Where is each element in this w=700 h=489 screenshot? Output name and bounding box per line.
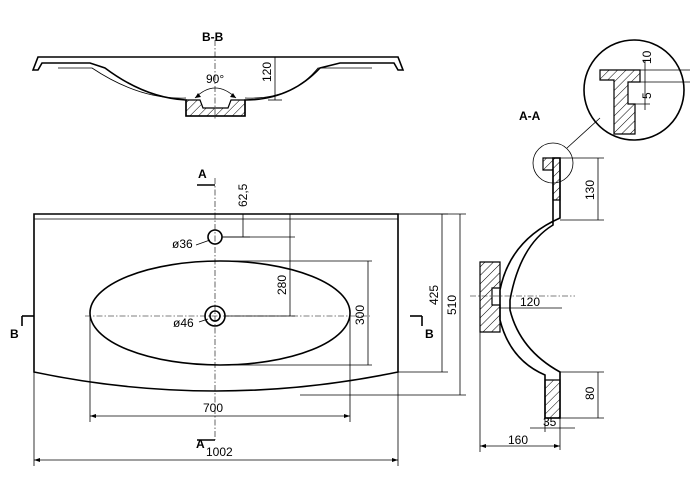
top-view: A A B B 62,5 ø36 ø46 280 300	[10, 167, 466, 466]
section-bb-drain-hatch	[185, 99, 246, 117]
detail-enlarged-circle	[583, 39, 685, 141]
depth-510-label: 510	[445, 295, 459, 315]
cut-a-top-label: A	[198, 167, 207, 181]
cut-b-right-label: B	[425, 327, 434, 341]
aa-80-label: 80	[583, 386, 597, 400]
detail-callout-circle	[532, 142, 574, 184]
detail-10-label: 10	[640, 50, 654, 64]
tap-hole-diameter-label: ø36	[172, 237, 193, 251]
tap-offset-label: 62,5	[236, 183, 250, 207]
section-aa-profile	[499, 157, 561, 419]
angle-90-label: 90°	[206, 72, 224, 86]
drain-diameter-label: ø46	[173, 316, 194, 330]
depth-120-bb-label: 120	[260, 62, 274, 82]
aa-160-label: 160	[508, 433, 528, 447]
aa-120-label: 120	[520, 295, 540, 309]
bowl-width-300-label: 300	[353, 305, 367, 325]
section-bb-view: B-B 90° 120	[31, 30, 405, 120]
aa-130-label: 130	[583, 180, 597, 200]
drain-depth-280-label: 280	[275, 275, 289, 295]
basin-outline	[33, 213, 399, 392]
depth-425-label: 425	[427, 285, 441, 305]
aa-35-label: 35	[543, 415, 557, 429]
detail-5-label: 5	[640, 92, 654, 99]
overall-length-1002-label: 1002	[206, 445, 233, 459]
cut-a-bottom-label: A	[196, 437, 205, 451]
bowl-length-700-label: 700	[203, 401, 223, 415]
section-aa-view: A-A 130 120 80 35 160	[470, 39, 690, 452]
section-bb-title: B-B	[202, 30, 224, 44]
cut-b-left-label: B	[10, 327, 19, 341]
bowl-outline	[89, 260, 351, 366]
section-aa-title: A-A	[519, 109, 541, 123]
